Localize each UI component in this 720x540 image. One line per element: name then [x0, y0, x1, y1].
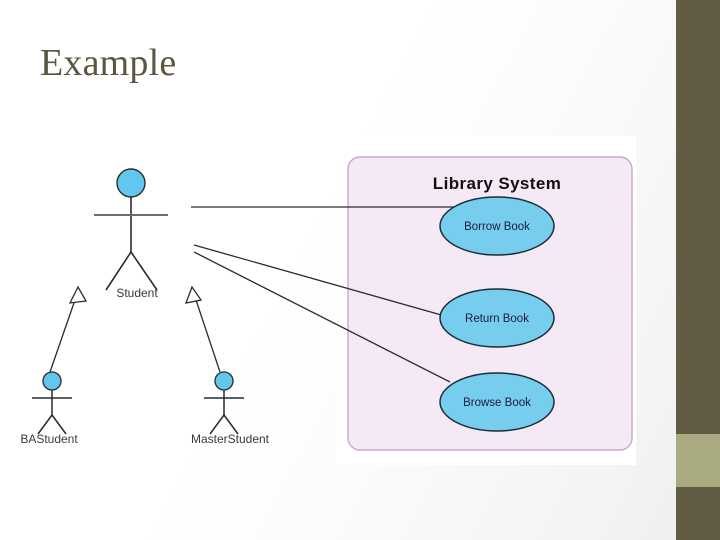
- actor-leg-right: [223, 414, 239, 435]
- actor-leg-left: [37, 414, 53, 435]
- actor-leg-left: [209, 414, 225, 435]
- generalization-line: [195, 299, 221, 373]
- use-case-ellipse: [439, 372, 555, 432]
- actor-bastudent[interactable]: BAStudent: [20, 371, 78, 446]
- use-case-list: Borrow Book Return Book Browse Book: [439, 196, 555, 432]
- use-case-return-book[interactable]: Return Book: [439, 288, 555, 348]
- rail-segment-dark-bottom: [676, 487, 720, 540]
- actor-leg-right: [130, 251, 158, 291]
- association-line-student-return-book: [193, 244, 453, 319]
- actor-leg-left: [105, 251, 132, 291]
- actor-leg-right: [51, 414, 67, 435]
- use-case-ellipse: [439, 196, 555, 256]
- use-case-borrow-book[interactable]: Borrow Book: [439, 196, 555, 256]
- rail-segment-sage: [676, 434, 720, 487]
- generalization-masterstudent-to-student[interactable]: [184, 285, 221, 373]
- use-case-browse-book[interactable]: Browse Book: [439, 372, 555, 432]
- diagram-svg: Library System Borrow Book Return Book: [20, 156, 633, 451]
- use-case-ellipse: [439, 288, 555, 348]
- generalization-arrowhead-icon: [184, 285, 203, 304]
- use-case-label: Return Book: [465, 313, 529, 325]
- association-line-student-browse-book: [193, 251, 451, 383]
- actor-masterstudent[interactable]: MasterStudent: [191, 371, 270, 446]
- generalization-line: [49, 299, 76, 373]
- rail-segment-dark-top: [676, 0, 720, 434]
- actor-student[interactable]: Student: [94, 168, 168, 300]
- use-case-label: Browse Book: [463, 397, 531, 409]
- actor-head-icon: [214, 371, 234, 391]
- generalization-arrowhead-icon: [68, 285, 88, 304]
- actor-head-icon: [42, 371, 62, 391]
- right-decorative-rail: [676, 0, 720, 540]
- page-title: Example: [40, 42, 177, 84]
- actor-label: BAStudent: [20, 432, 78, 446]
- system-title: Library System: [433, 174, 561, 193]
- actor-label: MasterStudent: [191, 432, 270, 446]
- generalization-bastudent-to-student[interactable]: [49, 285, 88, 373]
- use-case-diagram: Library System Borrow Book Return Book: [20, 156, 633, 451]
- actor-label: Student: [116, 286, 158, 300]
- association-lines: [191, 206, 470, 383]
- actor-head-icon: [116, 168, 146, 198]
- use-case-label: Borrow Book: [464, 221, 530, 233]
